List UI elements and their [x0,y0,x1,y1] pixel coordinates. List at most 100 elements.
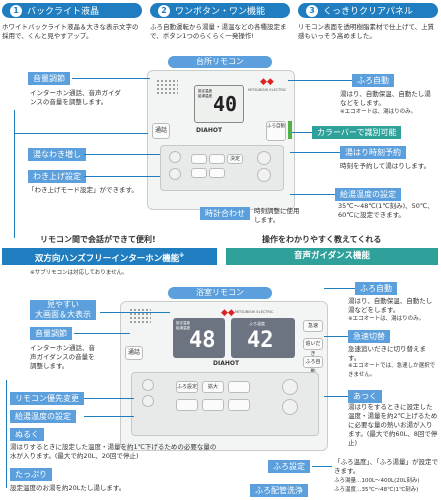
feature-3-title: 3 くっきりクリアパネル [298,3,438,18]
leader-line [292,132,312,133]
bath-furo-setting-desc: 「ふろ温度」、「ふろ湯量」が設定できます。 [334,458,438,475]
kitchen-remote: ◆◆ MITSUBISHI ELECTRIC 設定温度 給湯温度 40 DIAH… [147,70,295,210]
bath-rapid-note: ※エコオートでは、急速しか選択できません。 [348,363,436,378]
brand-text: MITSUBISHI ELECTRIC [235,310,274,314]
bath-plenty-desc: 設定温度のお湯を約20Lたし湯します。 [10,484,126,492]
lcd-caption: 設定温度 給湯温度 [198,89,212,98]
bath-pipe-wash-label: ふろ配管洗浄 [250,484,308,497]
mid-button-1[interactable] [228,381,250,393]
adjust-button-1[interactable] [142,379,154,391]
temp-up-button[interactable] [257,151,271,165]
kitchen-furo-auto-label: ふろ自動 [352,74,394,87]
mid-button-3[interactable] [191,168,207,178]
feature-1-desc: ホワイトバックライト液晶＆大きな表示文字の採用で、くんと見やすアップ。 [2,23,139,40]
kitchen-reheat-label: 湯なわき増し [28,148,86,161]
bath-furo-setting-note1: ふろ湯量…100L〜400L(20L刻み) [334,478,420,484]
kitchen-temp-label: 給湯温度の設定 [335,188,401,201]
feature-3: 3 くっきりクリアパネル リモコン表面を透明樹脂素材で仕上げて、上質感もいっそう… [298,3,438,41]
lcd-temperature: 40 [213,92,238,116]
feature-3-number: 3 [306,4,318,17]
lcd-temperature-right: 42 [247,328,274,353]
adjust-button-2[interactable] [142,395,154,407]
temp-up-button[interactable] [282,379,298,395]
button-panel: ふろ設定 拡大 [131,372,319,436]
feature-2: 2 ワンボタン・ワン機能 ふろ自動運転から湯量・湯温などの各種設定まで、ボタン1… [150,3,290,41]
bath-remote-header: 浴室リモコン [168,287,272,299]
bath-furo-auto-desc: 湯はり、自動保温、自動たし湯などをします。 [348,297,433,314]
furo-auto-button[interactable]: ふろ自動 [266,121,286,141]
leader-line [84,176,160,177]
bath-furo-setting-note2: ふろ温度…35℃〜48℃(1℃刻み) [334,487,419,493]
talk-button[interactable]: 通話 [152,123,170,139]
leader-line [84,416,134,417]
speaker-grille [156,79,178,95]
bath-remote: ◆◆ MITSUBISHI ELECTRIC 急速 追いだき ふろ自動 通話 設… [120,301,328,451]
speaker-grille [129,308,151,324]
mitsubishi-logo-icon: ◆◆ [260,77,274,87]
feature-2-title: 2 ワンボタン・ワン機能 [150,3,290,18]
leader-line [100,312,170,313]
kitchen-volume-label: 音量調節 [28,72,70,85]
bath-big-screen-label: 見やすい 大画面＆大表示 [30,300,96,320]
feature-2-desc: ふろ自動運転から湯量・湯温などの各種設定まで、ボタン1つのらくらく一発操作! [150,23,287,40]
temp-down-button[interactable] [282,399,298,415]
kitchen-volume-desc: インターホン通話、音声ガイダンスの音量を調整します。 [30,89,121,106]
leader-line [14,110,15,238]
intercom-banner: 双方向ハンズフリーインターホン機能※ [2,248,217,265]
kitchen-reserve-desc: 時刻を予約して湯はりします。 [340,162,431,170]
mid-button-4[interactable] [209,168,225,178]
zoom-button[interactable]: 拡大 [202,381,224,393]
bath-lcd-left: 設定温度 給湯温度 48 [173,318,225,358]
mid-button-2[interactable] [209,154,225,164]
temp-down-button[interactable] [257,168,271,182]
mid-button-1[interactable] [191,154,207,164]
feature-1-title: 1 バックライト液晶 [2,3,142,18]
leader-line [14,133,148,134]
leader-line [290,194,335,195]
intercom-title: リモコン間で会話ができて便利! [40,235,156,244]
kyusoku-button[interactable]: 急速 [303,320,323,332]
kitchen-colorbar-label: カラーバーで識別可能 [312,126,402,139]
mitsubishi-logo-icon: ◆◆ [221,308,235,318]
kitchen-boil-setting-desc: 「わき上げモード設定」ができます。 [28,186,138,194]
leader-line [324,288,355,289]
lcd-caption-right: ふろ温度 [249,321,265,326]
kitchen-lcd: 設定温度 給湯温度 40 [194,85,244,123]
bath-furo-setting-label: ふろ設定 [268,460,310,473]
furo-auto-button[interactable]: ふろ自動 [303,356,323,375]
furo-setting-button[interactable]: ふろ設定 [176,381,198,393]
leader-line [72,78,150,79]
bath-furo-auto-note: ※エコオートは、湯はりのみ。 [348,316,425,322]
confirm-button[interactable]: 決定 [227,154,243,164]
bath-hotter-label: あつく [348,390,382,403]
button-panel: 決定 [160,145,284,191]
leader-line [84,398,134,399]
leader-line [290,152,340,153]
diahot-logo: DIAHOT [213,360,240,367]
leader-line [324,336,348,337]
talk-button[interactable]: 通話 [125,346,143,360]
bath-furo-auto-label: ふろ自動 [355,282,397,295]
bath-rapid-desc: 急速追いだきに切り替えます。 [348,345,426,362]
adjust-left-button-2[interactable] [169,168,181,180]
leader-line [288,80,352,81]
kitchen-furo-auto-note: ※エコオートは、湯はりのみ。 [340,109,417,115]
kitchen-reserve-label: 湯はり時刻予約 [340,146,406,159]
adjust-left-button[interactable] [169,151,181,163]
bath-hotter-desc: 湯はりをするときに設定した温度・湯量を約2℃上げるために必要な量の熱いお湯が入り… [348,403,438,447]
bath-priority-label: リモコン優先変更 [10,392,84,405]
mid-button-4[interactable] [228,399,250,411]
leader-line [74,333,130,334]
kitchen-remote-header: 台所リモコン [168,56,272,68]
kitchen-boil-setting-label: わき上げ設定 [28,170,86,183]
leader-line [84,154,160,155]
mid-button-3[interactable] [202,399,224,411]
oidaki-button[interactable]: 追いだき [303,338,323,357]
mid-button-2[interactable] [176,399,198,411]
bath-cooler-desc: 湯はりするときに設定した温度・湯量を約1℃下げるための必要な量の水が入ります。(… [10,443,217,460]
kitchen-clock-label: 時計合わせ [200,207,250,220]
bath-volume-desc: インターホン通話、音声ガイダンスの音量を調整します。 [30,344,95,370]
intercom-note: ※サブリモコンは対応しておりません。 [30,270,128,276]
voice-guide-banner: 音声ガイダンス機能 [226,248,438,265]
feature-3-desc: リモコン表面を透明樹脂素材で仕上げて、上質感もいっそう高めました。 [298,23,435,40]
